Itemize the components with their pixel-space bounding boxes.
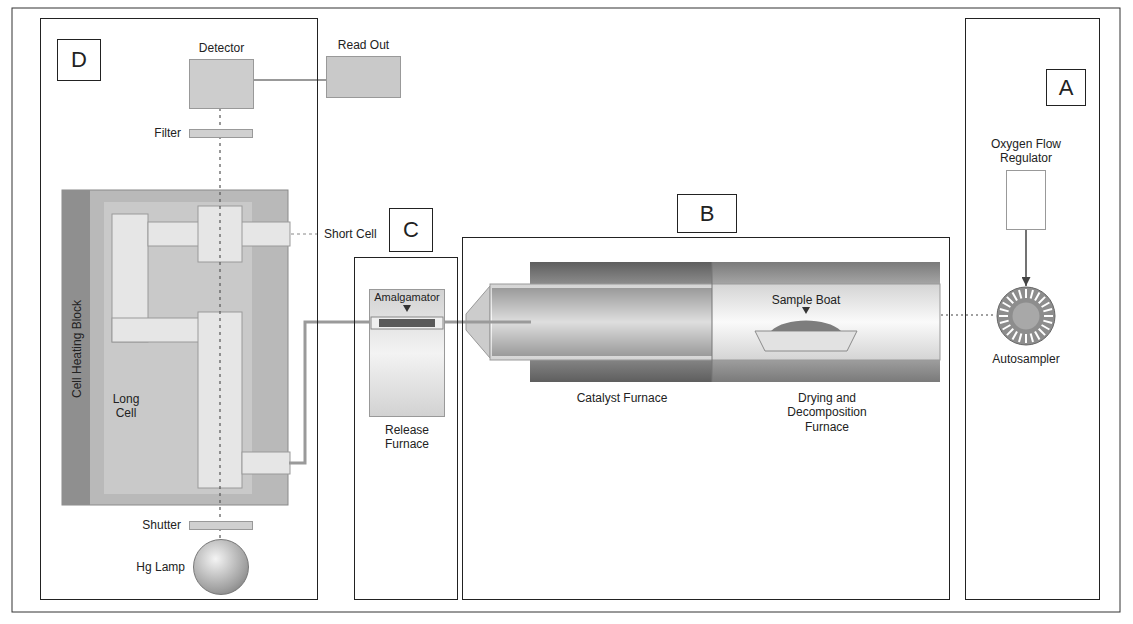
sample-slot — [1007, 297, 1013, 303]
connector — [289, 322, 369, 463]
lamp-bulb — [193, 539, 249, 595]
connector — [1025, 230, 1027, 286]
heating-block-strip — [62, 190, 90, 505]
amalgamator: Amalgamator — [363, 291, 451, 330]
boat-drawing — [749, 307, 863, 353]
sample-slot — [1044, 315, 1053, 317]
leader-line — [291, 234, 319, 235]
long-cell-arm — [242, 452, 290, 474]
section-panel: AmalgamatorRelease FurnaceC — [354, 257, 458, 600]
section-panel: Catalyst Furnace Sample BoatDrying and De… — [462, 237, 950, 600]
decomposition-furnace: Sample BoatDrying and Decomposition Furn… — [713, 263, 941, 434]
tube — [371, 317, 443, 329]
long-cell — [198, 312, 242, 488]
sample-slot — [1025, 334, 1027, 343]
part-label: Long Cell — [106, 392, 146, 421]
hub — [1013, 303, 1040, 330]
sample-slot — [1043, 309, 1052, 311]
detector: Detector — [189, 41, 254, 109]
part-name: Catalyst Furnace — [537, 391, 707, 405]
sample-slot — [1003, 303, 1011, 308]
sample-slot — [1013, 293, 1018, 301]
boat — [755, 331, 857, 351]
section-letter: D — [57, 39, 101, 81]
sample-slot — [1042, 325, 1050, 330]
sample-slot — [1019, 333, 1021, 342]
autosampler-wheel — [996, 286, 1056, 346]
sample — [771, 321, 841, 332]
sample-slot — [1013, 332, 1018, 340]
oxygen-flow-regulator: Oxygen Flow Regulator — [976, 137, 1076, 230]
read-out: Read Out — [326, 38, 401, 98]
sample-slot — [1031, 333, 1033, 342]
sample-slot — [1039, 297, 1045, 303]
catalyst-furnace: Catalyst Furnace — [531, 263, 713, 405]
filter: Filter — [125, 126, 253, 140]
outer-frame — [12, 8, 1120, 612]
hg-lamp: Hg Lamp — [113, 539, 249, 595]
part-name: Autosampler — [992, 352, 1059, 366]
amalgamator-tube — [363, 304, 451, 330]
part-name: Shutter — [142, 518, 181, 532]
optical-path — [219, 108, 220, 538]
pointer — [802, 307, 810, 314]
sample-slot — [1025, 289, 1027, 298]
sample-boat: Sample Boat — [749, 293, 863, 353]
sample-slot — [1031, 290, 1033, 299]
section-panel: Oxygen Flow RegulatorAutosampler A — [965, 18, 1100, 600]
sample-slot — [1019, 290, 1021, 299]
shutter: Shutter — [125, 518, 253, 532]
regulator-box — [1006, 170, 1046, 230]
furnace-divider — [712, 262, 713, 382]
part-name: Release Furnace — [375, 423, 439, 452]
autosampler: Autosampler — [990, 286, 1062, 366]
part-name: Amalgamator — [374, 291, 439, 304]
part-name: Sample Boat — [772, 293, 841, 307]
cell-heating-block: Cell Heating Block — [63, 191, 289, 506]
read-out-box — [326, 56, 401, 98]
sample-slot — [1035, 332, 1040, 340]
part-name: Read Out — [338, 38, 389, 52]
sample-slot — [1043, 321, 1052, 323]
part-label: Short Cell — [324, 227, 377, 241]
filter-bar — [189, 129, 253, 138]
sample-slot — [1003, 325, 1011, 330]
quartz-tube — [490, 284, 940, 360]
section-panel: DetectorFilterCell Heating BlockShutterH… — [40, 18, 318, 600]
part-name: Hg Lamp — [136, 560, 185, 574]
amalgam-trap — [379, 319, 435, 327]
part-name: Drying and Decomposition Furnace — [779, 391, 875, 434]
sample-slot — [1039, 329, 1045, 335]
section-letter: B — [677, 194, 737, 233]
sample-slot — [1035, 293, 1040, 301]
release-furnace: AmalgamatorRelease Furnace — [359, 289, 455, 452]
sample-slot — [1042, 303, 1050, 308]
wheel — [997, 287, 1055, 345]
part-name: Filter — [154, 126, 181, 140]
sample-slot — [999, 315, 1008, 317]
section-letter: A — [1046, 69, 1086, 106]
section-letter: C — [389, 208, 433, 252]
cell-tube — [112, 318, 200, 342]
part-name: Detector — [199, 41, 244, 55]
part-name: Cell Heating Block — [70, 299, 84, 397]
connector — [254, 79, 326, 81]
detector-box — [189, 59, 254, 109]
sample-slot — [1007, 329, 1013, 335]
sample-slot — [1000, 321, 1009, 323]
shutter-bar — [189, 521, 253, 530]
sample-slot — [1000, 309, 1009, 311]
part-name: Oxygen Flow Regulator — [978, 137, 1074, 166]
